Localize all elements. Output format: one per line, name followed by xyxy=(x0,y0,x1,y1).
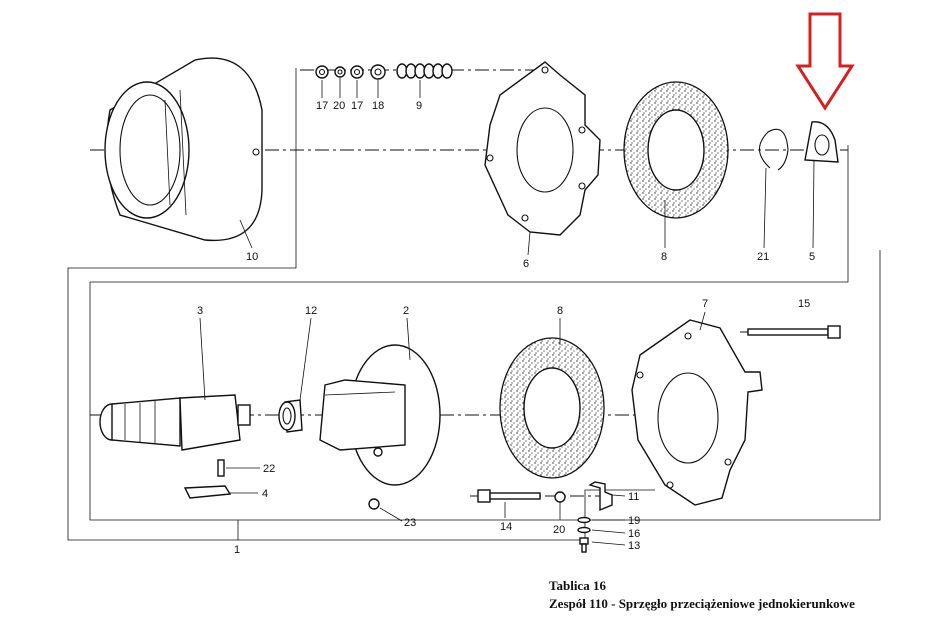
label-part-20b: 20 xyxy=(553,524,565,536)
label-part-1: 1 xyxy=(234,544,240,556)
label-part-6: 6 xyxy=(523,258,529,270)
label-part-2: 2 xyxy=(403,305,409,317)
bushing-part-12 xyxy=(278,399,303,433)
label-part-8-upper: 8 xyxy=(661,251,667,263)
disc-springs-part-9 xyxy=(396,63,453,79)
caption-title: Tablica 16 xyxy=(549,578,606,593)
label-part-9: 9 xyxy=(416,100,422,112)
label-part-4: 4 xyxy=(262,488,268,500)
label-part-13: 13 xyxy=(628,540,640,552)
key-part-4 xyxy=(183,485,232,499)
label-part-3: 3 xyxy=(197,305,203,317)
label-part-7: 7 xyxy=(702,298,708,310)
washer-part-20-lower xyxy=(554,491,566,503)
bracket-part-11 xyxy=(588,481,613,512)
assembly-boundary xyxy=(67,68,881,541)
label-part-22: 22 xyxy=(263,463,275,475)
pin-part-22 xyxy=(217,459,225,477)
highlight-arrow xyxy=(795,12,855,111)
splined-shaft-part-3 xyxy=(99,394,251,451)
bolt-part-15 xyxy=(747,325,841,339)
label-part-23: 23 xyxy=(404,517,416,529)
label-part-8-lower: 8 xyxy=(557,305,563,317)
label-part-11: 11 xyxy=(628,491,639,503)
small-parts-19-16-13 xyxy=(577,516,591,553)
friction-disc-lower-part-8 xyxy=(499,337,605,479)
leader-lines xyxy=(199,78,815,546)
washers-17-20-18 xyxy=(315,64,386,80)
friction-disc-upper-part-8 xyxy=(623,81,729,219)
housing-part-10 xyxy=(104,57,263,242)
label-part-17b: 17 xyxy=(351,100,363,112)
label-part-15: 15 xyxy=(798,298,810,310)
snap-ring-part-21 xyxy=(758,128,789,171)
label-part-5: 5 xyxy=(809,251,815,263)
label-part-20a: 20 xyxy=(333,100,345,112)
label-part-14: 14 xyxy=(500,521,512,533)
label-part-10: 10 xyxy=(246,251,258,263)
flange-plate-part-6 xyxy=(484,61,601,236)
label-part-17a: 17 xyxy=(316,100,328,112)
bolt-part-14 xyxy=(477,489,541,503)
hub-plate-part-2 xyxy=(319,344,441,510)
label-part-21: 21 xyxy=(757,251,769,263)
label-part-18: 18 xyxy=(372,100,384,112)
shaped-washer-part-5 xyxy=(804,121,839,163)
pressure-housing-part-7 xyxy=(631,319,763,506)
label-part-19: 19 xyxy=(628,515,640,527)
label-part-16: 16 xyxy=(628,528,640,540)
part-labels: 17 20 17 18 9 10 6 8 21 5 3 12 2 8 7 15 … xyxy=(197,100,815,556)
caption-subtitle: Zespół 110 - Sprzęgło przeciążeniowe jed… xyxy=(549,596,855,611)
label-part-12: 12 xyxy=(305,305,317,317)
